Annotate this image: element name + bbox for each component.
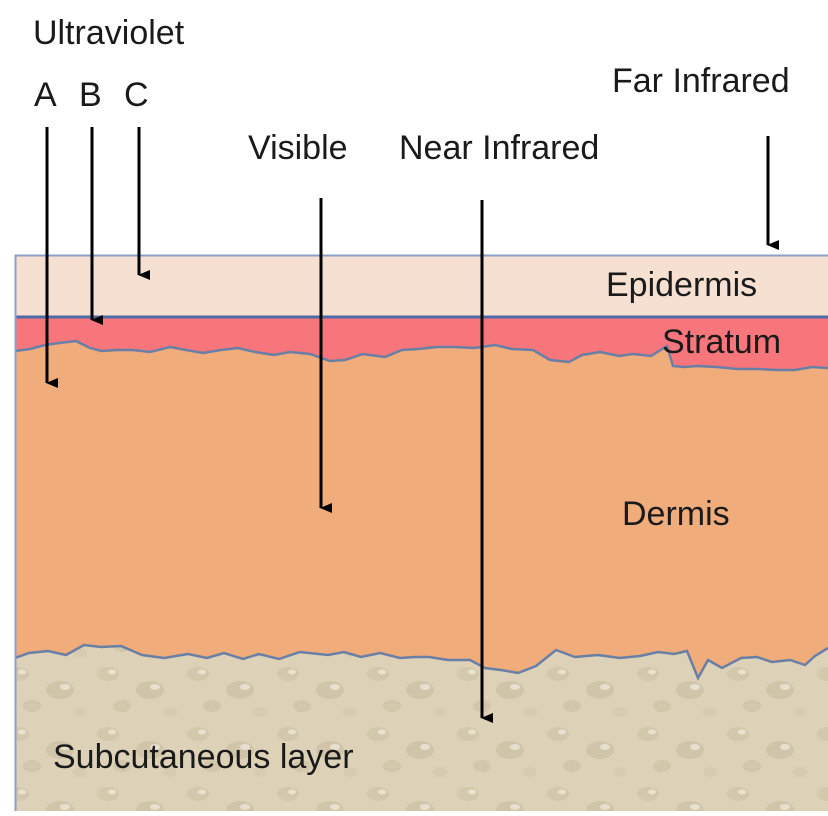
far-infrared-label: Far Infrared	[612, 62, 790, 100]
ultraviolet-label: Ultraviolet	[33, 14, 185, 52]
near-infrared-label: Near Infrared	[399, 129, 599, 167]
epidermis-label: Epidermis	[606, 266, 757, 304]
uv-c-label: C	[124, 76, 149, 114]
uv-b-label: B	[79, 76, 102, 114]
uv-a-label: A	[34, 76, 57, 114]
dermis-label: Dermis	[622, 495, 730, 533]
stratum-label: Stratum	[662, 323, 781, 361]
subcutaneous-label: Subcutaneous layer	[53, 738, 354, 776]
visible-label: Visible	[248, 129, 348, 167]
